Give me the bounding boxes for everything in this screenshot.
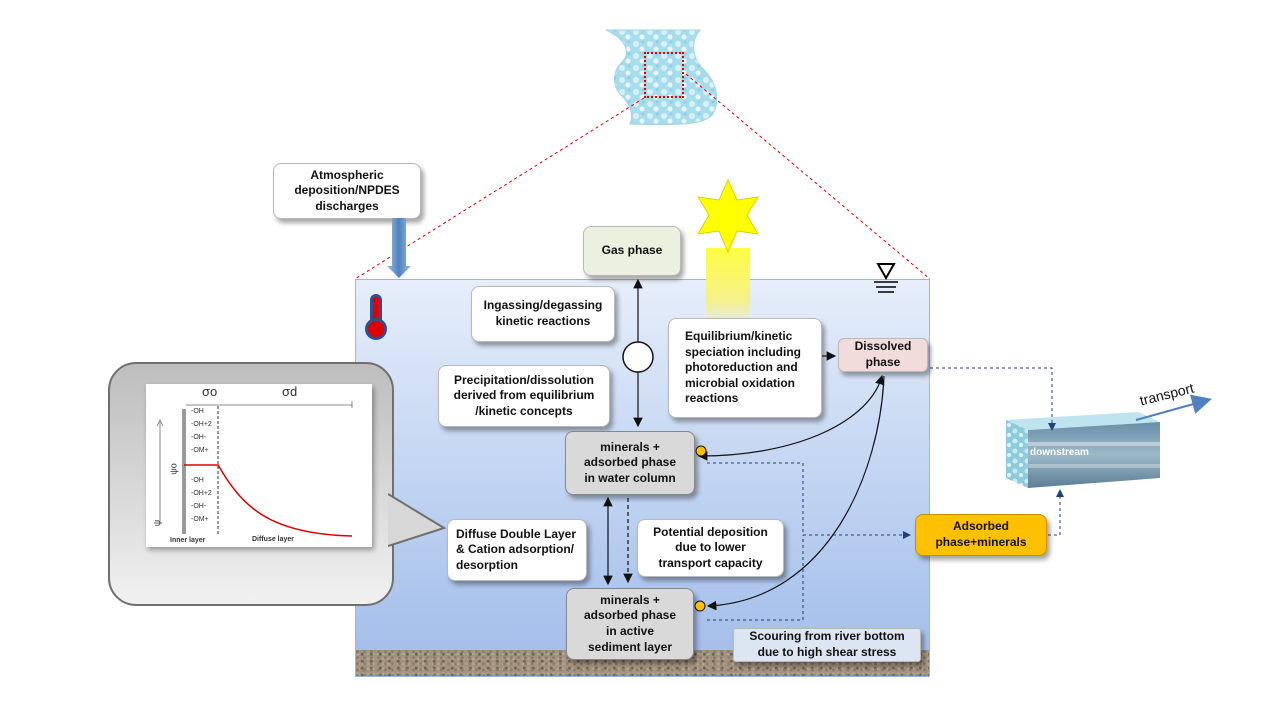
atmospheric-deposition-box: Atmospheric deposition/NPDES discharges	[273, 163, 421, 219]
minerals-water-label: minerals + adsorbed phase in water colum…	[583, 439, 677, 485]
ice-sample-shape	[605, 29, 718, 126]
upper-group-1: -OH	[191, 408, 204, 415]
zoom-square	[644, 52, 684, 98]
lower-group-4: -OM+	[191, 516, 209, 523]
precipitation-label: Precipitation/dissolution derived from e…	[453, 372, 595, 418]
ddl-label: Diffuse Double Layer & Cation adsorption…	[456, 526, 577, 572]
lower-group-3: -OH-	[191, 503, 207, 510]
dissolved-phase-label: Dissolved phase	[854, 339, 912, 369]
gas-phase-label: Gas phase	[601, 243, 663, 258]
scouring-label: Scouring from river bottom due to high s…	[749, 629, 905, 659]
psi-label: ψ	[152, 519, 163, 527]
adsorbed-minerals-box: Adsorbed phase+minerals	[915, 514, 1047, 556]
upper-group-3: -OH-	[191, 434, 207, 441]
inflow-arrow	[387, 218, 411, 278]
thermometer-icon	[365, 294, 387, 340]
minerals-sediment-box: minerals + adsorbed phase in active sedi…	[566, 588, 694, 660]
upper-group-4: -OM+	[191, 447, 209, 454]
psi-o-label: ψo	[168, 463, 179, 475]
sigma-o-label: σo	[202, 384, 218, 399]
ddl-plot	[156, 401, 353, 537]
potential-deposition-label: Potential deposition due to lower transp…	[653, 524, 768, 570]
adsorbed-minerals-label: Adsorbed phase+minerals	[935, 519, 1027, 549]
scouring-box: Scouring from river bottom due to high s…	[733, 628, 921, 662]
junction-circle	[622, 341, 654, 373]
ingassing-label: Ingassing/degassing kinetic reactions	[483, 298, 603, 328]
ddl-box: Diffuse Double Layer & Cation adsorption…	[447, 519, 587, 581]
upper-group-2: -OH+2	[191, 421, 212, 428]
diffuse-layer-label: Diffuse layer	[252, 536, 295, 543]
atmospheric-deposition-label: Atmospheric deposition/NPDES discharges	[294, 167, 400, 213]
minerals-sediment-label: minerals + adsorbed phase in active sedi…	[583, 592, 677, 654]
lower-group-2: -OH+2	[191, 490, 212, 497]
sun-beam	[706, 248, 750, 322]
dissolved-phase-box: Dissolved phase	[838, 338, 928, 372]
ice-sample	[604, 28, 724, 128]
water-level-icon	[874, 263, 898, 293]
sigma-d-label: σd	[282, 384, 298, 399]
ingassing-box: Ingassing/degassing kinetic reactions	[471, 286, 615, 342]
callout-pointer	[388, 493, 447, 547]
precipitation-box: Precipitation/dissolution derived from e…	[438, 365, 610, 427]
sun-icon	[697, 178, 759, 254]
inner-layer-label: Inner layer	[170, 537, 206, 544]
node-water	[695, 445, 707, 457]
lower-group-1: -OH	[191, 477, 204, 484]
minerals-water-box: minerals + adsorbed phase in water colum…	[565, 431, 695, 495]
downstream-label: downstream	[1030, 447, 1089, 458]
gas-phase-box: Gas phase	[583, 226, 681, 276]
ddl-inset-chart: σo σd ψo ψ -OH -OH+2 -OH- -OM+ -OH -OH+2…	[146, 384, 372, 547]
potential-deposition-box: Potential deposition due to lower transp…	[637, 519, 784, 577]
node-sediment	[694, 600, 706, 612]
downstream-block	[1006, 412, 1160, 488]
